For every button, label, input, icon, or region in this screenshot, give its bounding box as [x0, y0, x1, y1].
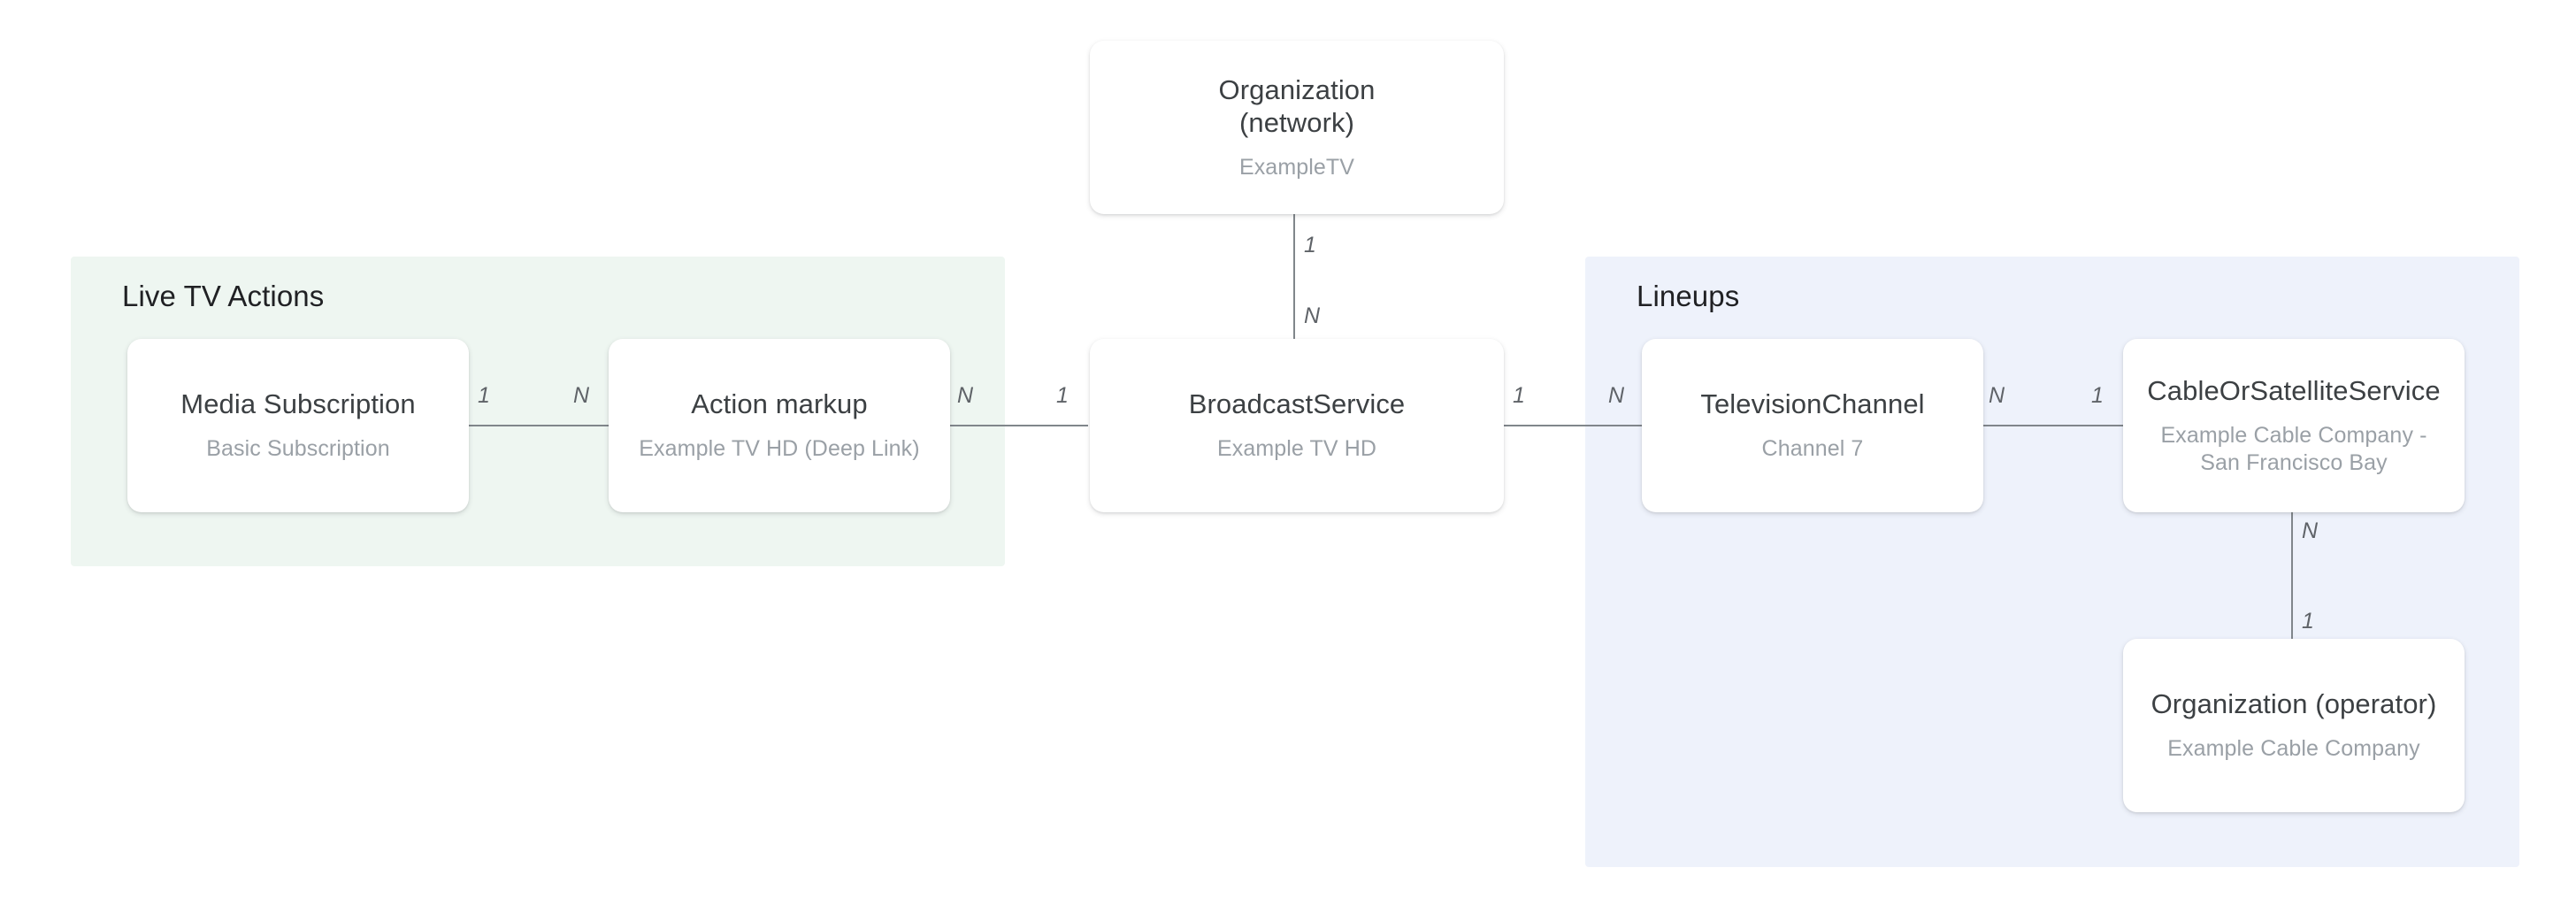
node-title-cable-or-satellite-service: CableOrSatelliteService	[2147, 374, 2441, 406]
node-subtitle-action-markup: Example TV HD (Deep Link)	[639, 436, 920, 462]
node-title-action-markup: Action markup	[691, 388, 868, 420]
edge-action-markup-to-broadcast	[938, 425, 1088, 426]
node-title-broadcast-service: BroadcastService	[1188, 388, 1406, 420]
edge-label-tv-channel-n2: N	[1989, 383, 2005, 408]
edge-label-tv-channel-n: N	[1608, 383, 1625, 408]
node-subtitle-broadcast-service: Example TV HD	[1216, 436, 1377, 462]
node-subtitle-media-subscription: Basic Subscription	[206, 436, 390, 462]
edge-cable-service-to-org-operator	[2291, 509, 2293, 641]
edge-label-broadcast-1: 1	[1056, 383, 1069, 408]
node-subtitle-cable-or-satellite-service: Example Cable Company - San Francisco Ba…	[2160, 422, 2427, 475]
node-television-channel[interactable]: TelevisionChannel Channel 7	[1642, 339, 1983, 512]
node-cable-or-satellite-service[interactable]: CableOrSatelliteService Example Cable Co…	[2123, 339, 2465, 512]
edge-label-action-markup-n2: N	[957, 383, 974, 408]
edge-label-org-operator-1: 1	[2302, 609, 2314, 633]
edge-label-broadcast-1b: 1	[1513, 383, 1525, 408]
edge-label-broadcast-n: N	[1304, 303, 1321, 328]
node-subtitle-organization-operator: Example Cable Company	[2167, 736, 2420, 762]
edge-broadcast-to-tv-channel	[1495, 425, 1645, 426]
group-title-live-tv-actions: Live TV Actions	[122, 280, 325, 312]
edge-media-sub-to-action-markup	[460, 425, 610, 426]
edge-label-cable-service-n: N	[2302, 518, 2319, 543]
node-action-markup[interactable]: Action markup Example TV HD (Deep Link)	[609, 339, 950, 512]
edge-label-cable-service-1: 1	[2091, 383, 2104, 408]
edge-label-org-network-1: 1	[1304, 233, 1316, 257]
node-broadcast-service[interactable]: BroadcastService Example TV HD	[1090, 339, 1504, 512]
group-title-lineups: Lineups	[1637, 280, 1740, 312]
edge-label-media-sub-1: 1	[478, 383, 490, 408]
node-media-subscription[interactable]: Media Subscription Basic Subscription	[127, 339, 469, 512]
node-title-television-channel: TelevisionChannel	[1700, 388, 1925, 420]
edge-tv-channel-to-cable-service	[1973, 425, 2123, 426]
node-title-organization-operator: Organization (operator)	[2150, 688, 2437, 720]
node-title-organization-network: Organization (network)	[1218, 73, 1376, 139]
node-subtitle-organization-network: ExampleTV	[1238, 155, 1355, 180]
node-organization-operator[interactable]: Organization (operator) Example Cable Co…	[2123, 639, 2465, 812]
node-title-media-subscription: Media Subscription	[180, 388, 416, 420]
edge-org-network-to-broadcast	[1293, 212, 1295, 341]
edge-label-action-markup-n: N	[573, 383, 590, 408]
node-subtitle-television-channel: Channel 7	[1761, 436, 1864, 462]
node-organization-network[interactable]: Organization (network) ExampleTV	[1090, 41, 1504, 214]
